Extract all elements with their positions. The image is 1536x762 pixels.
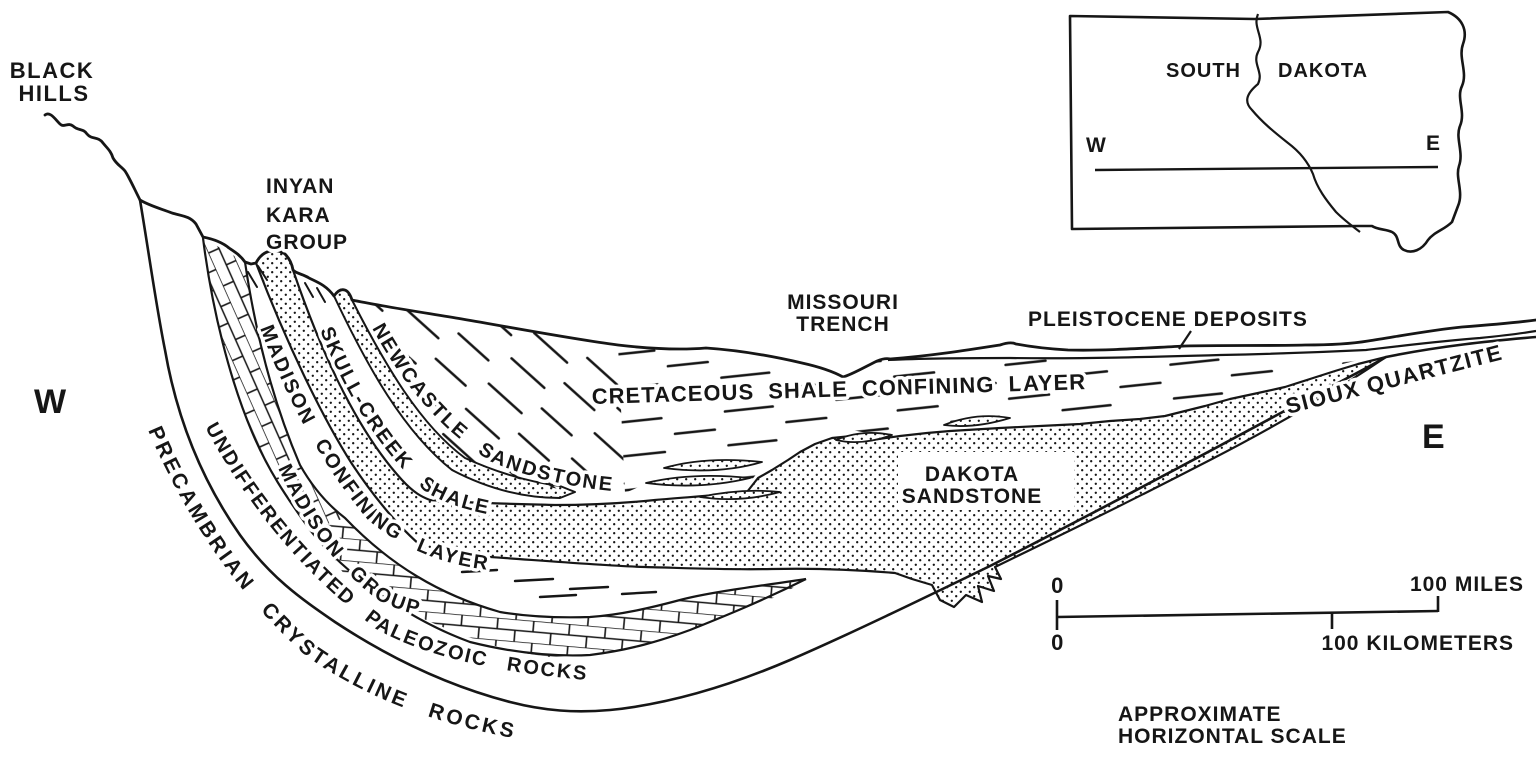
cretaceous-shale-region-west xyxy=(352,300,625,493)
pleistocene-base-line xyxy=(887,329,1536,362)
inset-west-label: W xyxy=(1086,134,1107,157)
madison-group-band-steep xyxy=(203,238,345,530)
dakota-sandstone-label-line2: SANDSTONE xyxy=(902,485,1042,508)
newcastle-sandstone-band xyxy=(333,288,576,499)
surface-profile-line xyxy=(43,112,1536,379)
scale-bar: 0 0 100 MILES 100 KILOMETERS APPROXIMATE… xyxy=(1048,570,1527,752)
missouri-trench-label-line2: TRENCH xyxy=(796,313,890,336)
inset-map: SOUTH DAKOTA W E xyxy=(1068,10,1467,253)
scale-caption-line2: HORIZONTAL SCALE xyxy=(1118,725,1347,748)
missouri-river-line xyxy=(1246,13,1361,233)
inyan-kara-label-line1: INYAN xyxy=(266,175,334,198)
outcrop-tick-marks xyxy=(247,265,326,303)
dakota-label-knockout xyxy=(898,452,1074,510)
scale-bar-line xyxy=(1056,609,1439,619)
inset-east-label: E xyxy=(1426,132,1441,155)
scale-bar-ticks xyxy=(1055,596,1440,630)
madison-group-band-flat xyxy=(310,518,806,657)
pleistocene-leader-line xyxy=(1178,330,1192,350)
confining-layer-dashes xyxy=(460,568,658,599)
black-hills-label-line2: HILLS xyxy=(18,81,89,106)
south-dakota-outline xyxy=(1068,10,1467,253)
missouri-trench-label-line1: MISSOURI xyxy=(787,291,899,314)
inyan-kara-label-line2: KARA xyxy=(266,204,331,227)
compass-west-label: W xyxy=(34,383,67,421)
madison-band-outer-edge xyxy=(201,237,807,657)
inset-state-name-left: SOUTH xyxy=(1166,60,1241,82)
inset-state-name-right: DAKOTA xyxy=(1278,60,1368,82)
dakota-sandstone-label-line1: DAKOTA xyxy=(925,463,1019,486)
inyan-kara-label-line3: GROUP xyxy=(266,231,348,254)
dakota-sandstone-region xyxy=(254,249,1388,609)
scale-miles-label: 100 MILES xyxy=(1410,573,1524,596)
basement-contact-line xyxy=(138,199,1536,713)
madison-band-inner-edge xyxy=(243,261,807,619)
section-trace-line xyxy=(1094,165,1439,172)
scale-caption-line1: APPROXIMATE xyxy=(1118,703,1281,726)
black-hills-label-line1: BLACK xyxy=(10,58,95,83)
scale-zero-kilometers: 0 xyxy=(1051,630,1065,655)
sandstone-lenses xyxy=(645,415,1011,500)
pleistocene-deposits-label: PLEISTOCENE DEPOSITS xyxy=(1028,308,1308,331)
scale-zero-miles: 0 xyxy=(1051,573,1065,598)
rock-regions xyxy=(201,237,1388,657)
compass-east-label: E xyxy=(1422,418,1445,456)
scale-kilometers-label: 100 KILOMETERS xyxy=(1321,632,1514,655)
